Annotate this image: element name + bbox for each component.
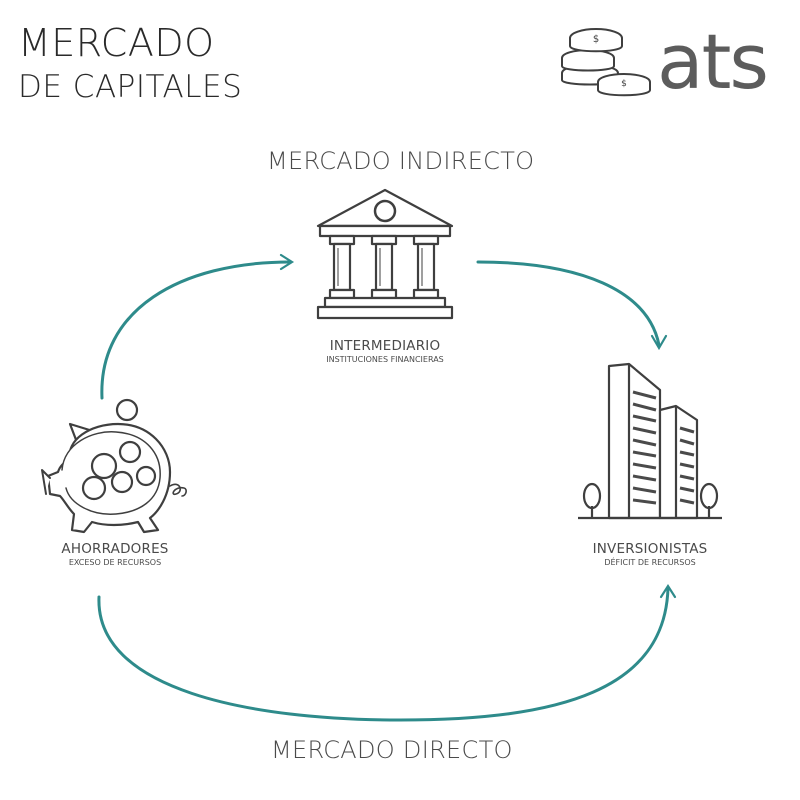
piggy-bank-icon: [41, 398, 187, 534]
bank-icon: [316, 188, 454, 320]
buildings-icon: [578, 362, 722, 520]
svg-text:$: $: [621, 79, 627, 89]
page-title-line-1: MERCADO: [18, 21, 215, 65]
coins-icon: $ $: [561, 28, 651, 97]
investors-title: INVERSIONISTAS: [592, 541, 708, 557]
savers-title: AHORRADORES: [61, 541, 169, 557]
arrow-savers-to-intermediary: [100, 260, 292, 400]
arrow-head-intermediary: [279, 253, 295, 271]
flow-arrows: [97, 253, 677, 722]
investors-subtitle: DÉFICIT DE RECURSOS: [604, 558, 696, 567]
page-title-line-2: DE CAPITALES: [18, 69, 243, 105]
arrow-head-investors-top: [650, 334, 668, 351]
intermediary-subtitle: INSTITUCIONES FINANCIERAS: [326, 355, 444, 364]
indirect-market-label: MERCADO INDIRECTO: [267, 147, 535, 175]
arrow-intermediary-to-investors: [476, 260, 661, 347]
intermediary-title: INTERMEDIARIO: [329, 338, 441, 354]
arrow-head-investors-bottom: [659, 583, 677, 599]
savers-subtitle: EXCESO DE RECURSOS: [68, 558, 162, 567]
page-title: MERCADO DE CAPITALES: [18, 22, 242, 108]
arrow-savers-to-investors: [97, 586, 670, 722]
brand-logo-text: ats: [657, 17, 769, 106]
direct-market-label: MERCADO DIRECTO: [271, 736, 513, 764]
svg-text:$: $: [593, 34, 599, 45]
